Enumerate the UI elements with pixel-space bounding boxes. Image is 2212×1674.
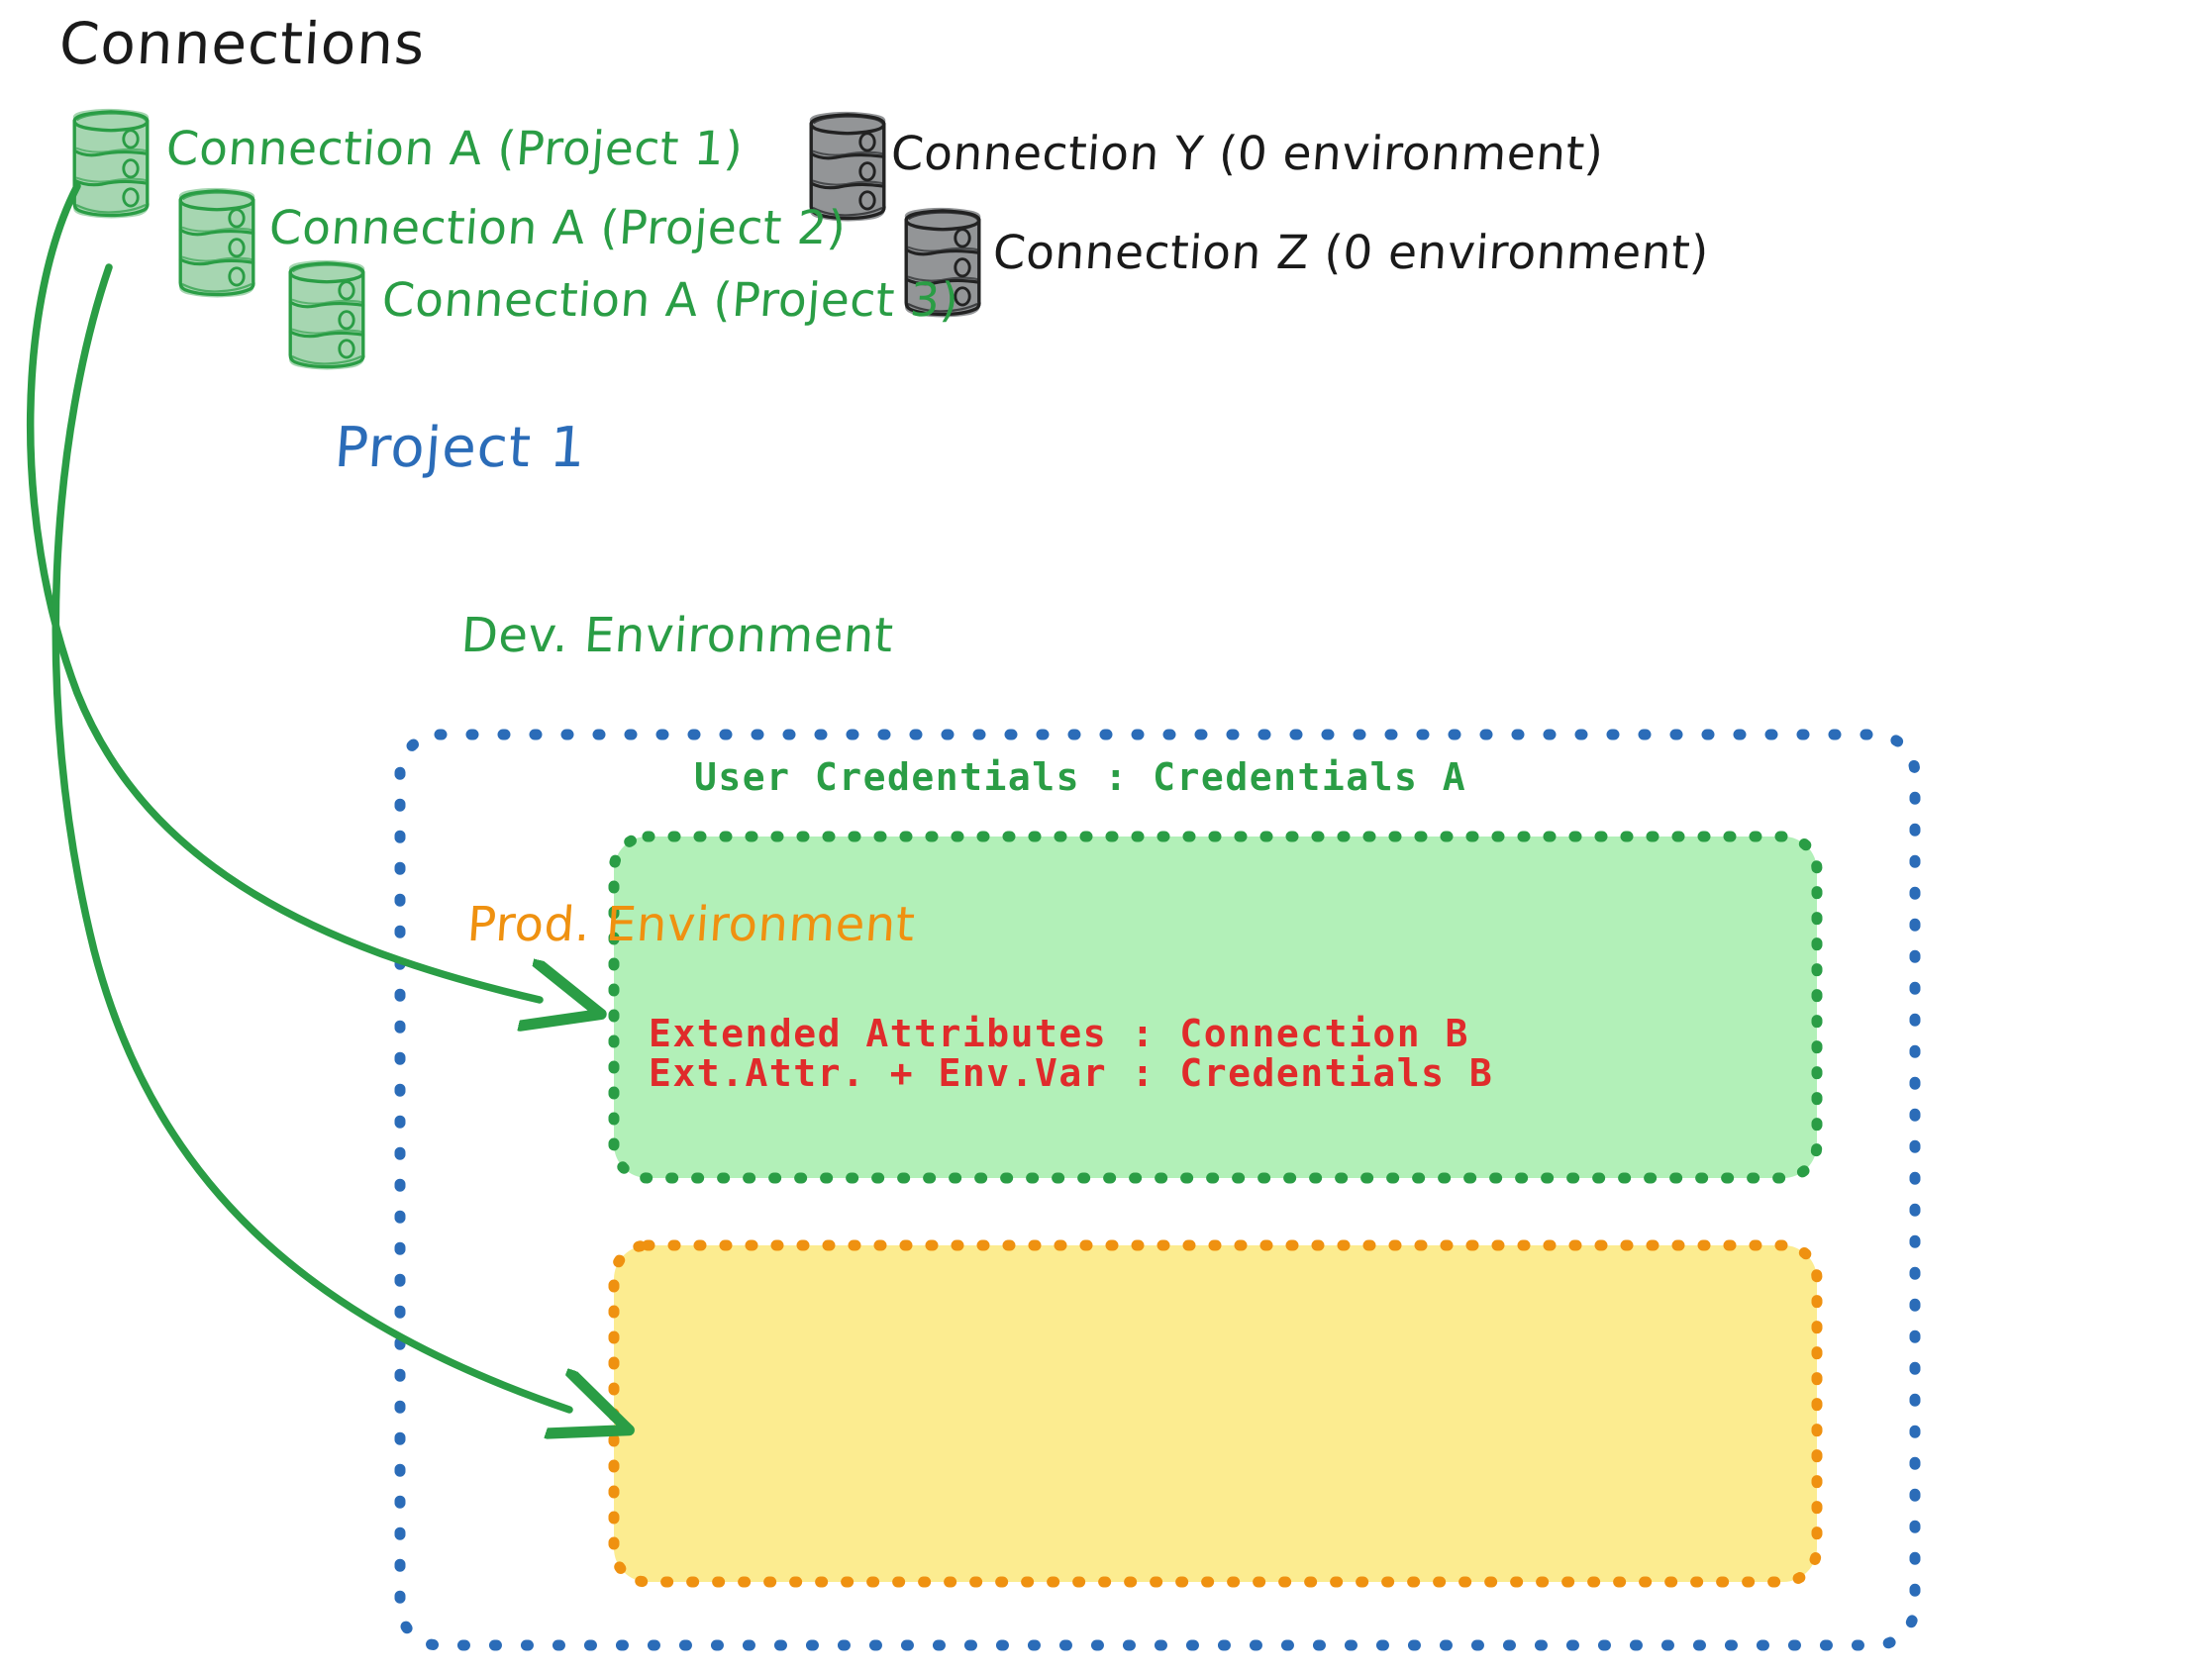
arrow-connection-a-to-dev (27, 182, 540, 1000)
project-1-container (394, 729, 1921, 1651)
database-cylinder-icon-connection-a-project-2[interactable] (177, 186, 256, 300)
dev-environment-title: Dev. Environment (459, 608, 896, 663)
prod-environment-box[interactable] (608, 1239, 1823, 1588)
database-cylinder-icon-connection-a-project-1[interactable] (71, 107, 151, 221)
dev-environment-row: User Credentials : Credentials A (694, 755, 1467, 799)
connection-label-y[interactable]: Connection Y (0 environment) (889, 127, 1606, 181)
prod-environment-row: Extended Attributes : Connection B (649, 1012, 1469, 1055)
connection-label-z[interactable]: Connection Z (0 environment) (991, 226, 1711, 280)
arrow-connection-a-to-prod (51, 263, 569, 1410)
connection-label-a-project-1[interactable]: Connection A (Project 1) (164, 122, 746, 176)
page-title: Connections (57, 10, 428, 77)
prod-environment-title: Prod. Environment (465, 897, 918, 952)
dev-environment-box[interactable] (608, 831, 1823, 1184)
database-cylinder-icon-connection-a-project-3[interactable] (287, 258, 366, 372)
connection-label-a-project-3[interactable]: Connection A (Project 3) (380, 273, 961, 328)
prod-environment-row: Ext.Attr. + Env.Var : Credentials B (649, 1051, 1494, 1095)
connection-label-a-project-2[interactable]: Connection A (Project 2) (267, 201, 849, 255)
project-title: Project 1 (332, 416, 589, 480)
